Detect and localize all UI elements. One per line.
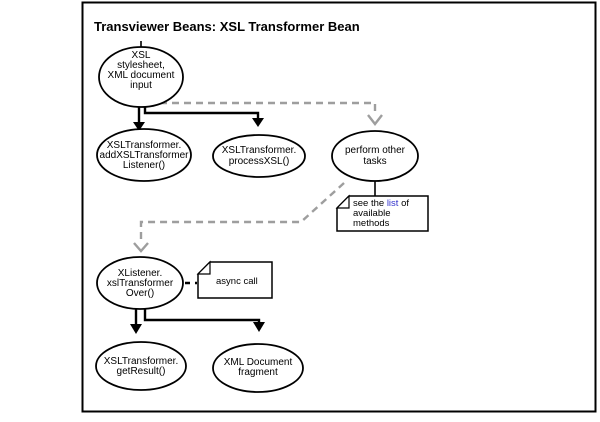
node-xsl-input: XSL stylesheet, XML document input xyxy=(98,46,184,108)
note-async-call: async call xyxy=(196,260,273,299)
node-perform-other-ellipse xyxy=(331,130,419,182)
connector-input-to-processxsl xyxy=(143,107,264,127)
node-label-line: XML document xyxy=(108,70,175,81)
node-label-line: perform other xyxy=(345,145,406,156)
node-xsl-input-ellipse xyxy=(98,46,184,108)
node-label-line: xslTransformer xyxy=(107,278,174,289)
note-available-methods: see the list of available methods xyxy=(335,194,429,232)
node-label-line: XSLTransformer. xyxy=(222,145,296,156)
node-add-listener: XSLTransformer. addXSLTransformer Listen… xyxy=(96,128,192,182)
node-label-line: XListener. xyxy=(118,268,162,279)
node-label-line: processXSL() xyxy=(229,156,290,167)
note-text-post: of xyxy=(398,198,409,209)
note-fold-corner xyxy=(196,260,211,275)
node-label-line: XSLTransformer. xyxy=(104,356,178,367)
page-title: Transviewer Beans: XSL Transformer Bean xyxy=(94,19,360,34)
node-label-line: Listener() xyxy=(123,160,165,171)
node-xlistener-ellipse xyxy=(96,256,184,310)
note-methods-line3: methods xyxy=(353,218,390,229)
note-async-label: async call xyxy=(216,276,258,287)
connector-dashed-input-to-performother xyxy=(148,101,383,126)
node-get-result-ellipse xyxy=(95,341,187,391)
node-label-line: addXSLTransformer xyxy=(100,150,190,161)
node-xlistener: XListener. xslTransformer Over() xyxy=(96,256,184,310)
node-label-line: XSL xyxy=(132,50,151,61)
note-fold-corner xyxy=(335,194,350,209)
node-label-line: stylesheet, xyxy=(117,60,165,71)
node-process-xsl-ellipse xyxy=(212,134,306,178)
node-add-listener-ellipse xyxy=(96,128,192,182)
node-label-line: Over() xyxy=(126,288,154,299)
note-text-pre: see the xyxy=(353,198,387,209)
node-label-line: fragment xyxy=(238,367,278,378)
note-methods-line1: see the list of xyxy=(353,198,409,209)
node-label-line: XSLTransformer. xyxy=(107,140,181,151)
node-process-xsl: XSLTransformer. processXSL() xyxy=(212,134,306,178)
note-methods-line2: available xyxy=(353,208,391,219)
node-label-line: tasks xyxy=(363,156,386,167)
node-xml-fragment: XML Document fragment xyxy=(212,343,304,393)
node-label-line: XML Document xyxy=(224,357,293,368)
node-get-result: XSLTransformer. getResult() xyxy=(95,341,187,391)
connector-xlistener-to-xmlfragment xyxy=(143,308,265,332)
connector-xlistener-to-getresult xyxy=(130,308,142,334)
connector-dashed-performother-to-xlistener xyxy=(133,182,345,253)
list-link[interactable]: list xyxy=(387,198,399,209)
node-perform-other: perform other tasks xyxy=(331,130,419,182)
node-xml-fragment-ellipse xyxy=(212,343,304,393)
connector-input-to-addlistener xyxy=(133,107,145,131)
node-label-line: getResult() xyxy=(117,366,166,377)
node-label-line: input xyxy=(130,80,152,91)
